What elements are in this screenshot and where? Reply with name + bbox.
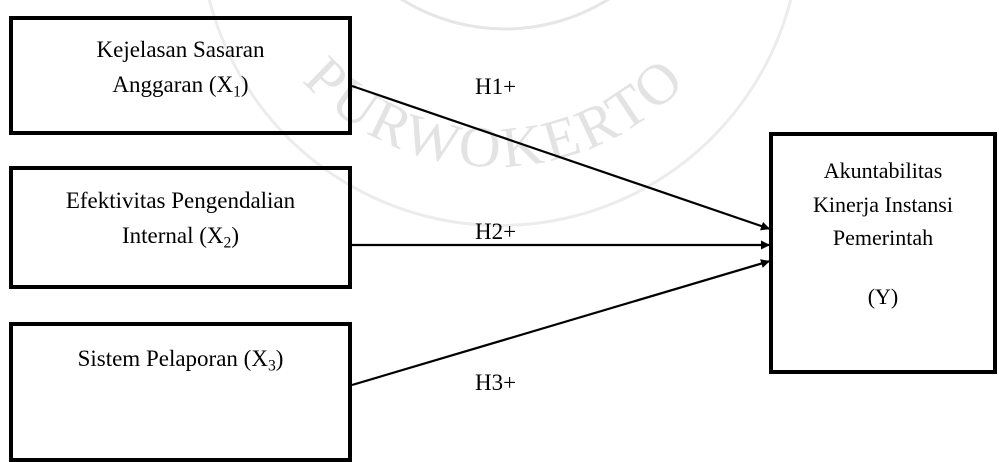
x1-label-line2: Anggaran (X1) (13, 68, 348, 103)
x1-subscript: 1 (233, 82, 241, 100)
x2-label-suffix: ) (231, 222, 240, 248)
arrow-h1 (351, 84, 771, 231)
x1-label-line1: Kejelasan Sasaran (96, 37, 265, 62)
x2-label-line1: Efektivitas Pengendalian (65, 188, 296, 213)
arrow-h3 (351, 259, 771, 387)
y-symbol: (Y) (867, 283, 899, 309)
variable-box-x2: Efektivitas Pengendalian Internal (X2) (9, 166, 352, 289)
y-label-line3: Pemerintah (832, 225, 934, 251)
x3-label-prefix: Sistem Pelaporan (X (77, 346, 268, 371)
variable-box-x3: Sistem Pelaporan (X3) (9, 322, 352, 462)
y-label-line2: Kinerja Instansi (813, 191, 953, 217)
x2-label-line2: Internal (X2) (13, 219, 348, 254)
hypothesis-label-h2: H2+ (475, 219, 517, 244)
hypothesis-arrows (351, 84, 771, 387)
hypothesis-label-h1: H1+ (475, 74, 517, 99)
x3-subscript: 3 (267, 357, 276, 375)
y-label-spacer (773, 255, 993, 280)
x3-label-line1: Sistem Pelaporan (X3) (13, 342, 348, 377)
variable-box-x1: Kejelasan Sasaran Anggaran (X1) (9, 16, 352, 135)
variable-box-y: Akuntabilitas Kinerja Instansi Pemerinta… (769, 132, 997, 374)
x1-label-prefix: Anggaran (X (112, 71, 234, 97)
x2-label-prefix: Internal (X (121, 222, 224, 248)
x1-label-suffix: ) (240, 71, 249, 97)
y-label-line1: Akuntabilitas (823, 158, 943, 183)
x3-label-suffix: ) (275, 346, 284, 371)
hypothesis-label-h3: H3+ (475, 370, 517, 395)
x2-subscript: 2 (223, 233, 232, 251)
